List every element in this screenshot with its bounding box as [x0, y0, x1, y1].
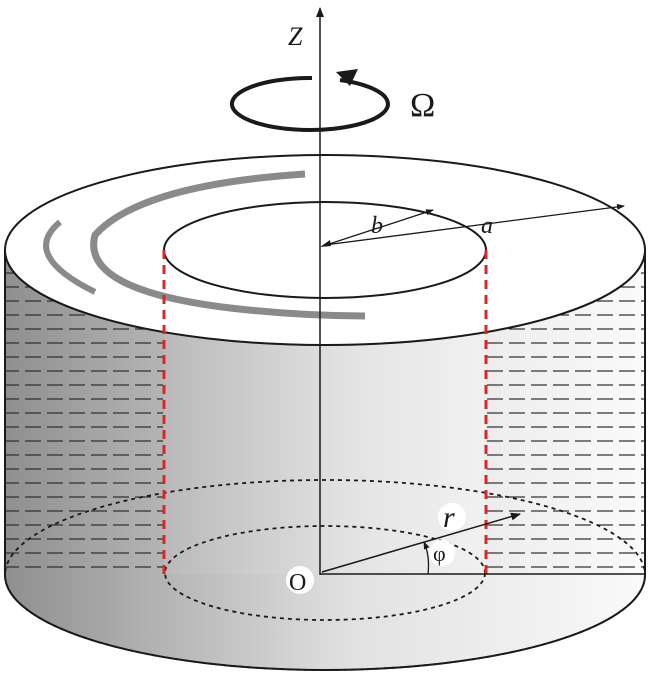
angle-label-bg	[429, 540, 455, 566]
rotation-arrow	[229, 69, 390, 132]
z-axis-label: Z	[288, 22, 303, 51]
angle-phi-label: φ	[433, 541, 446, 566]
bottom-outer-dotted-ellipse	[4, 479, 646, 671]
origin-label: O	[289, 570, 306, 596]
flow-arcs	[43, 170, 366, 320]
radius-a-line	[324, 203, 625, 246]
r-vector	[321, 512, 521, 573]
radius-r-label-bg	[438, 503, 466, 531]
inner-radius-guides	[162, 250, 488, 575]
omega-label: Ω	[410, 87, 435, 124]
top-inner-ellipse	[163, 201, 487, 299]
radius-b-line	[322, 209, 434, 247]
origin-label-bg	[286, 566, 314, 594]
radius-b-arrowhead-start	[320, 240, 331, 247]
rotation-arrowhead-icon	[336, 69, 358, 86]
flow-arc-outer	[43, 219, 97, 295]
flow-arc-main	[90, 170, 366, 320]
radius-r-label: r	[443, 501, 455, 534]
rotation-circle	[229, 75, 390, 132]
outer-radius-label: a	[481, 213, 493, 239]
inner-radius-label: b	[371, 213, 383, 239]
phi-angle-arc	[423, 541, 430, 575]
